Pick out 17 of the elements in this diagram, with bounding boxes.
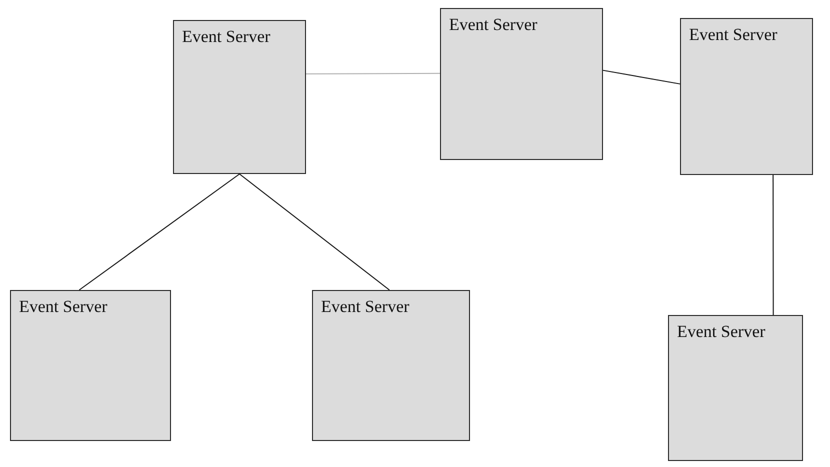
server-label: Event Server: [19, 297, 108, 318]
server-box: [680, 18, 813, 175]
server-box: [668, 315, 803, 461]
connector-line: [306, 72, 440, 74]
server-label: Event Server: [321, 297, 410, 318]
server-label: Event Server: [677, 322, 766, 342]
connector-line: [602, 70, 680, 84]
server-box: [440, 8, 603, 160]
connector-line: [772, 174, 774, 316]
server-box: [10, 290, 171, 441]
server-label: Event Server: [689, 25, 778, 46]
server-box: [173, 20, 306, 174]
server-box: [312, 290, 470, 441]
connector-line: [239, 174, 390, 290]
server-label: Event Server: [449, 15, 538, 36]
connector-line: [78, 174, 240, 290]
server-label: Event Server: [182, 27, 272, 48]
